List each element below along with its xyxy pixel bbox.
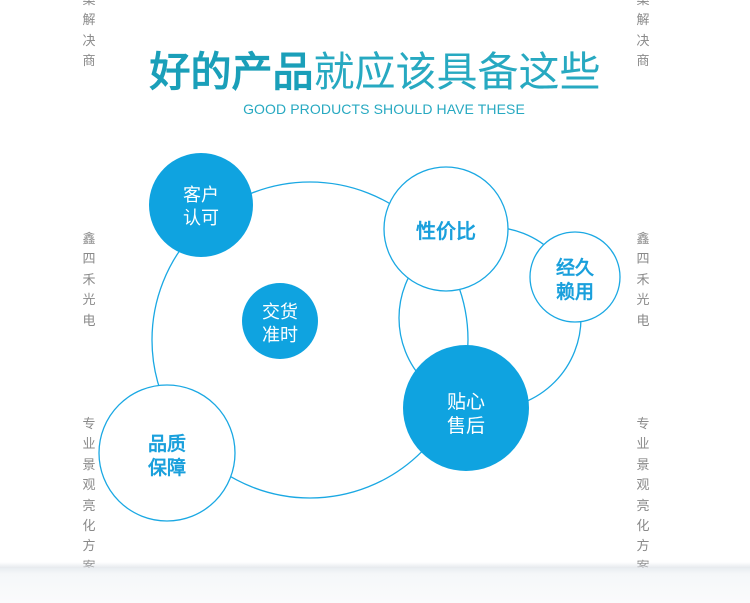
side-char: 观 [636, 478, 650, 494]
circle-durable-bg [529, 231, 621, 323]
side-char: 电 [636, 313, 650, 329]
label-quality-2: 保障 [147, 456, 186, 479]
bottom-shadow-band [0, 562, 750, 603]
circle-quality-bg [98, 384, 236, 522]
label-customer-1: 客户 [183, 185, 219, 206]
label-delivery-2: 准时 [262, 325, 298, 346]
side-char: 业 [82, 437, 96, 453]
side-char: 业 [636, 437, 650, 453]
big-ring [151, 181, 469, 499]
circle-value-bg [383, 166, 509, 292]
side-char: 亮 [636, 498, 650, 514]
side-char: 方 [82, 539, 96, 555]
side-text-mid-left: 鑫四禾光电 [79, 230, 99, 332]
side-char: 化 [82, 519, 96, 535]
page-title: 好的产品就应该具备这些 [0, 44, 750, 100]
label-customer-2: 认可 [183, 208, 219, 229]
label-delivery-1: 交货 [262, 302, 298, 323]
side-char: 景 [636, 457, 650, 473]
circle-after-sales-bg [403, 345, 529, 471]
side-char: 方 [636, 539, 650, 555]
label-after-sales-2: 售后 [447, 415, 485, 437]
side-char: 鑫 [82, 232, 96, 247]
circle-customer-bg [149, 153, 253, 257]
side-text-top-left: 案解决商 [79, 0, 99, 73]
side-char: 光 [82, 293, 96, 309]
side-char: 四 [636, 252, 650, 268]
title-light: 就应该具备这些 [313, 48, 601, 96]
side-char: 案 [82, 0, 96, 8]
side-char: 决 [636, 33, 650, 49]
side-char: 案 [636, 0, 650, 8]
side-text-top-right: 案解决商 [633, 0, 653, 73]
side-char: 鑫 [636, 232, 650, 247]
label-after-sales-1: 贴心 [447, 391, 485, 413]
side-char: 四 [82, 252, 96, 268]
side-char: 专 [636, 417, 650, 432]
side-text-mid-right: 鑫四禾光电 [633, 230, 653, 332]
circle-delivery-bg [242, 283, 318, 359]
side-char: 商 [82, 54, 96, 70]
title-bold: 好的产品 [149, 48, 314, 96]
side-char: 电 [82, 313, 96, 329]
label-quality-1: 品质 [148, 433, 186, 455]
side-char: 禾 [82, 272, 96, 288]
label-value: 性价比 [416, 219, 476, 243]
page-subtitle: GOOD PRODUCTS SHOULD HAVE THESE [243, 101, 525, 117]
side-char: 亮 [82, 498, 96, 514]
side-char: 解 [636, 13, 650, 29]
label-durable-1: 经久 [556, 256, 595, 279]
label-durable-2: 赖用 [556, 280, 594, 303]
side-char: 化 [636, 519, 650, 535]
side-char: 光 [636, 293, 650, 309]
side-char: 观 [82, 478, 96, 494]
side-char: 景 [82, 457, 96, 473]
side-char: 决 [82, 33, 96, 49]
side-char: 解 [82, 13, 96, 29]
side-char: 专 [82, 417, 96, 432]
side-char: 商 [636, 54, 650, 70]
side-char: 禾 [636, 272, 650, 288]
